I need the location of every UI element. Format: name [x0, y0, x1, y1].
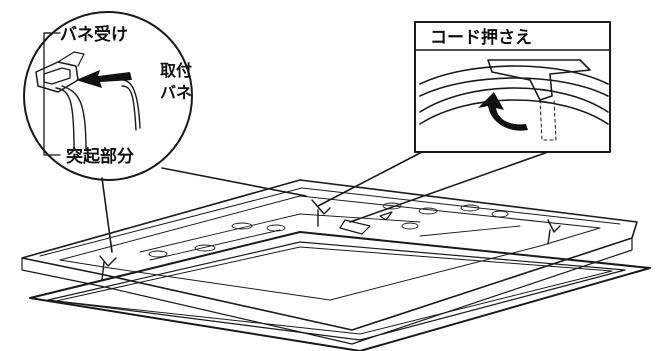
mounting-spring-label-2: バネ — [160, 83, 192, 102]
cord-holder-label: コード押さえ — [430, 27, 532, 48]
spring-detail-callout — [23, 11, 307, 253]
cord-arrow — [478, 92, 528, 131]
spring-receiver-label: バネ受け — [60, 24, 128, 45]
mounting-spring-label-1: 取付 — [160, 61, 192, 80]
insert-arrow — [76, 70, 132, 88]
cord-holder-callout — [317, 21, 611, 223]
protrusion-label: 突起部分 — [66, 146, 134, 167]
light-fixture — [21, 179, 651, 351]
